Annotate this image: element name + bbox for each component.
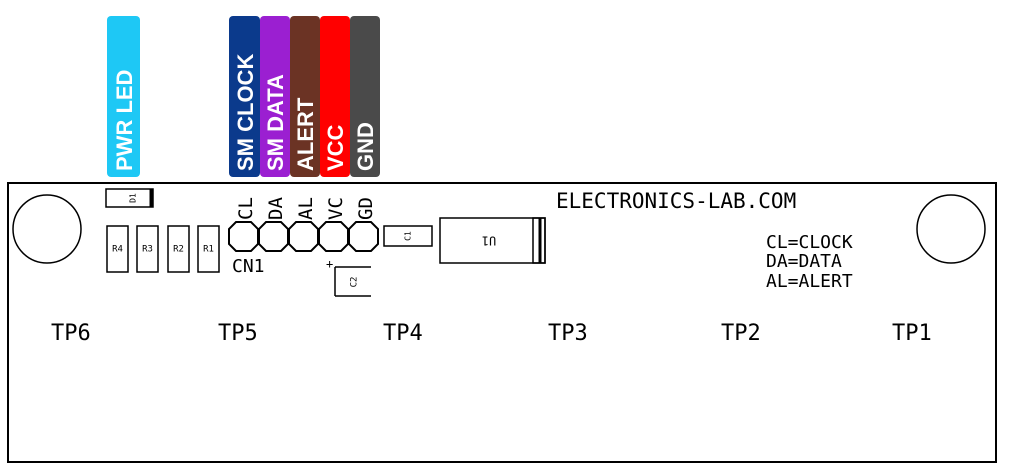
wire-tag-pwr-led-label: PWR LED [112,70,137,171]
component-u1: U1 [439,217,546,264]
test-point-tp2: TP2 [721,321,761,346]
legend-line-2: DA=DATA [766,251,842,272]
pin-label-cl: CL [235,197,257,220]
test-point-tp4: TP4 [383,321,423,346]
pin-label-da: DA [265,197,287,220]
wire-tag-gnd: GND [350,16,380,177]
wire-tag-alert: ALERT [290,16,320,177]
d1-label: D1 [129,193,138,203]
u1-label: U1 [482,234,496,248]
board-outline [7,182,997,463]
legend-line-3: AL=ALERT [766,271,853,292]
component-r2: R2 [167,225,190,273]
wire-tag-sm-clock-label: SM CLOCK [233,54,258,171]
component-c1: C1 [383,225,433,247]
r4-label: R4 [112,245,123,255]
pin-label-al: AL [295,197,317,220]
wire-tag-pwr-led: PWR LED [107,16,140,177]
r2-label: R2 [173,245,184,255]
c2-label: C2 [350,277,360,288]
wire-tag-vcc: VCC [320,16,350,177]
wire-tag-gnd-bg [350,16,380,177]
test-point-tp5: TP5 [218,321,258,346]
wire-tag-sm-clock: SM CLOCK [229,16,260,177]
site-label: ELECTRONICS-LAB.COM [556,189,796,213]
component-r1: R1 [197,225,220,273]
mounting-hole-right [916,194,986,264]
r3-label: R3 [142,245,153,255]
c2-plus-mark: + [326,257,333,271]
cn1-pad-5 [348,221,379,252]
cn1-label: CN1 [232,256,265,277]
d1-body [105,188,154,208]
wire-tag-sm-data-label: SM DATA [263,74,288,171]
component-r4: R4 [106,225,129,273]
pin-label-gd: GD [355,197,377,220]
mounting-hole-left [12,194,82,264]
wire-tag-sm-data: SM DATA [260,16,290,177]
connector-cn1: CN1 [228,221,379,277]
cn1-pad-1 [228,221,259,252]
test-point-tp6: TP6 [51,321,91,346]
legend-line-1: CL=CLOCK [766,232,853,253]
pin-label-vc: VC [325,197,347,220]
r3-body [136,225,159,273]
cn1-pad-2 [258,221,289,252]
test-point-tp1: TP1 [892,321,932,346]
r4-body [106,225,129,273]
component-c2: + C2 [326,257,371,297]
r1-label: R1 [203,245,214,255]
connector-pin-labels: CL DA AL VC GD [235,197,377,220]
wire-tag-sm-clock-bg [229,16,260,177]
r2-body [167,225,190,273]
test-point-tp3: TP3 [548,321,588,346]
wire-tag-alert-bg [290,16,320,177]
wire-tag-alert-label: ALERT [293,97,318,171]
wire-tag-vcc-bg [320,16,350,177]
component-d1: D1 [105,188,154,208]
component-r3: R3 [136,225,159,273]
wire-tag-pwr-led-bg [107,16,140,177]
c1-body [383,225,433,247]
wire-tag-sm-data-bg [260,16,290,177]
cn1-pad-4 [318,221,349,252]
wire-tag-vcc-label: VCC [323,124,348,171]
r1-body [197,225,220,273]
wire-tag-gnd-label: GND [353,122,378,171]
c1-label: C1 [404,231,413,241]
cn1-pad-3 [288,221,319,252]
